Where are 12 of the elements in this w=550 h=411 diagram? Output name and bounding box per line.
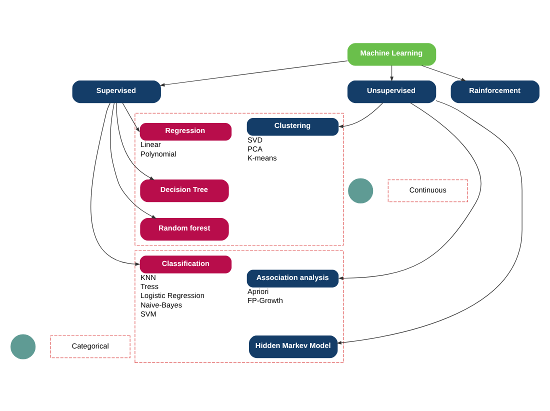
node-circle — [348, 178, 374, 204]
arrow — [160, 60, 348, 87]
arrow — [110, 102, 157, 219]
arrow — [116, 102, 155, 180]
arrow — [421, 65, 466, 82]
arrow — [122, 102, 140, 132]
node-circle — [10, 334, 36, 360]
arrow — [336, 100, 522, 344]
arrow — [90, 102, 140, 266]
arrow — [338, 102, 384, 128]
arrow — [390, 65, 394, 82]
arrow — [338, 102, 482, 280]
